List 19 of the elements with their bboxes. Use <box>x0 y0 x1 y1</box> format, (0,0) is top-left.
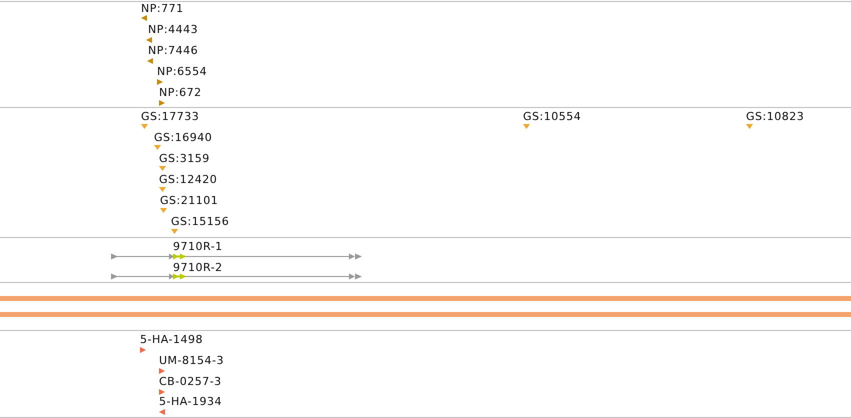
feature-label: GS:10554 <box>523 110 582 123</box>
feature-label: NP:771 <box>141 2 184 15</box>
feature-label: CB-0257-3 <box>159 375 222 388</box>
feature-label: UM-8154-3 <box>159 354 224 367</box>
feature-label: GS:16940 <box>154 131 212 144</box>
feature-label: 5-HA-1934 <box>159 395 222 408</box>
feature-label: GS:12420 <box>159 173 218 186</box>
feature-label: NP:672 <box>159 86 202 99</box>
feature-label: GS:17733 <box>141 110 200 123</box>
feature-label: 9710R-1 <box>173 240 223 253</box>
feature-label: 5-HA-1498 <box>140 333 203 346</box>
feature-label: 9710R-2 <box>173 261 223 274</box>
feature-label: NP:7446 <box>148 44 198 57</box>
feature-label: GS:21101 <box>160 194 218 207</box>
feature-label: GS:10823 <box>746 110 804 123</box>
feature-label: NP:6554 <box>157 65 208 78</box>
feature-label: GS:15156 <box>171 215 230 228</box>
feature-label: NP:4443 <box>148 23 198 36</box>
feature-label: GS:3159 <box>159 152 210 165</box>
